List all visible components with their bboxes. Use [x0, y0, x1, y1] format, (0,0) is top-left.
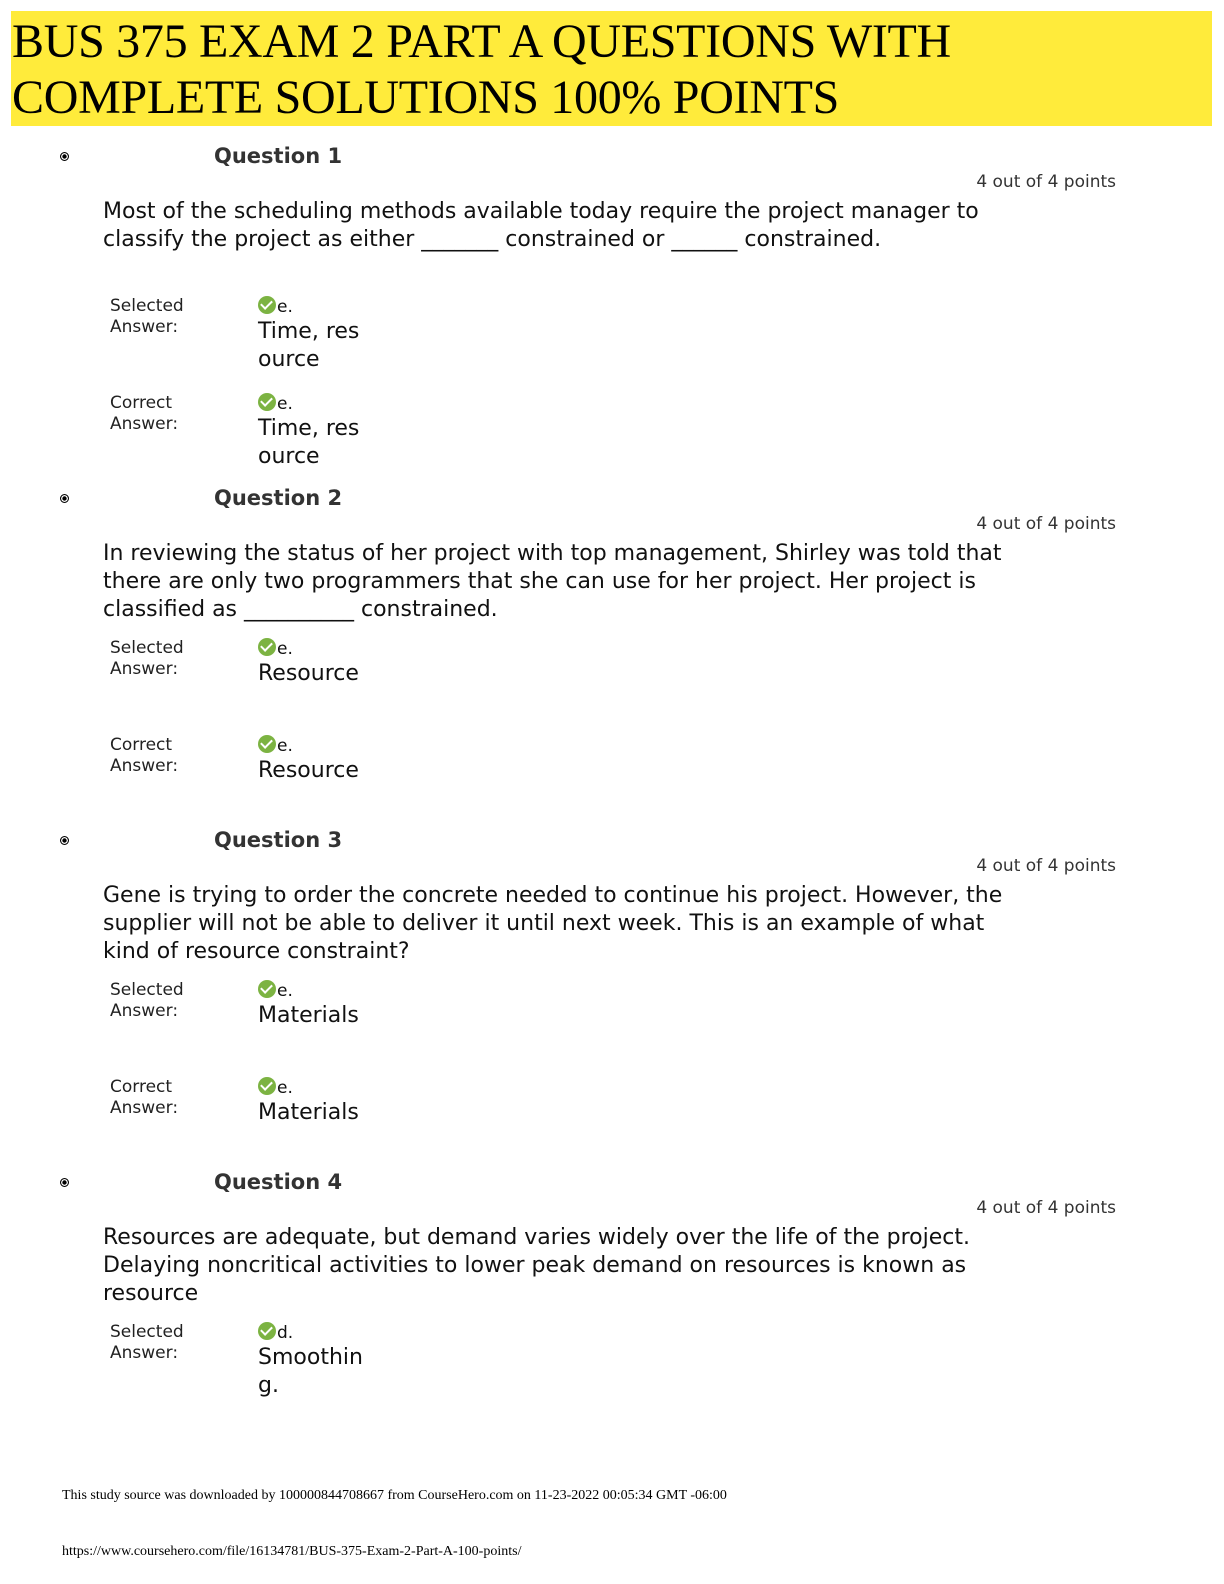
selected-answer: e. Time, resource	[258, 296, 363, 374]
selected-answer-text: Time, resource	[258, 319, 360, 372]
selected-answer-text: Materials	[258, 1003, 359, 1028]
title-banner	[11, 11, 1212, 126]
question-text: Most of the scheduling methods available…	[103, 199, 979, 252]
selected-answer-letter: d.	[277, 1323, 294, 1343]
check-circle-icon	[258, 1077, 276, 1095]
correct-answer-letter: e.	[277, 394, 293, 414]
question-points: 4 out of 4 points	[976, 172, 1116, 192]
correct-answer-letter: e.	[277, 736, 293, 756]
selected-answer: e. Materials	[258, 980, 363, 1030]
question-text: In reviewing the status of her project w…	[103, 541, 1002, 622]
selected-answer-label: Selected Answer:	[110, 1322, 184, 1363]
check-circle-icon	[258, 393, 276, 411]
selected-answer-label: Selected Answer:	[110, 980, 184, 1021]
question-text: Gene is trying to order the concrete nee…	[103, 883, 1003, 964]
correct-answer-text: Materials	[258, 1100, 359, 1125]
bullet-icon	[60, 1178, 69, 1187]
correct-answer: e. Resource	[258, 735, 363, 785]
question-title: Question 1	[214, 144, 343, 168]
check-circle-icon	[258, 735, 276, 753]
bullet-icon	[60, 152, 69, 161]
selected-answer-letter: e.	[277, 639, 293, 659]
check-circle-icon	[258, 980, 276, 998]
correct-answer: e. Time, resource	[258, 393, 363, 471]
download-source-note: This study source was downloaded by 1000…	[62, 1488, 727, 1503]
correct-answer: e. Materials	[258, 1077, 363, 1127]
selected-answer-letter: e.	[277, 981, 293, 1001]
selected-answer-text: Resource	[258, 661, 359, 686]
bullet-icon	[60, 836, 69, 845]
correct-answer-text: Time, resource	[258, 416, 360, 469]
selected-answer-label: Selected Answer:	[110, 296, 184, 337]
bullet-icon	[60, 494, 69, 503]
selected-answer-text: Smoothing.	[258, 1345, 363, 1398]
question-title: Question 3	[214, 828, 343, 852]
document-title-line-2: COMPLETE SOLUTIONS 100% POINTS	[12, 71, 840, 124]
check-circle-icon	[258, 638, 276, 656]
document-title-line-1: BUS 375 EXAM 2 PART A QUESTIONS WITH	[12, 15, 951, 68]
question-title: Question 2	[214, 486, 343, 510]
source-url[interactable]: https://www.coursehero.com/file/16134781…	[62, 1544, 522, 1559]
selected-answer: d. Smoothing.	[258, 1322, 363, 1400]
question-text: Resources are adequate, but demand varie…	[103, 1225, 970, 1306]
question-title: Question 4	[214, 1170, 343, 1194]
correct-answer-text: Resource	[258, 758, 359, 783]
check-circle-icon	[258, 296, 276, 314]
correct-answer-label: Correct Answer:	[110, 735, 179, 776]
question-points: 4 out of 4 points	[976, 514, 1116, 534]
selected-answer: e. Resource	[258, 638, 363, 688]
check-circle-icon	[258, 1322, 276, 1340]
question-points: 4 out of 4 points	[976, 856, 1116, 876]
correct-answer-label: Correct Answer:	[110, 1077, 179, 1118]
correct-answer-label: Correct Answer:	[110, 393, 179, 434]
selected-answer-letter: e.	[277, 297, 293, 317]
correct-answer-letter: e.	[277, 1078, 293, 1098]
selected-answer-label: Selected Answer:	[110, 638, 184, 679]
question-points: 4 out of 4 points	[976, 1198, 1116, 1218]
